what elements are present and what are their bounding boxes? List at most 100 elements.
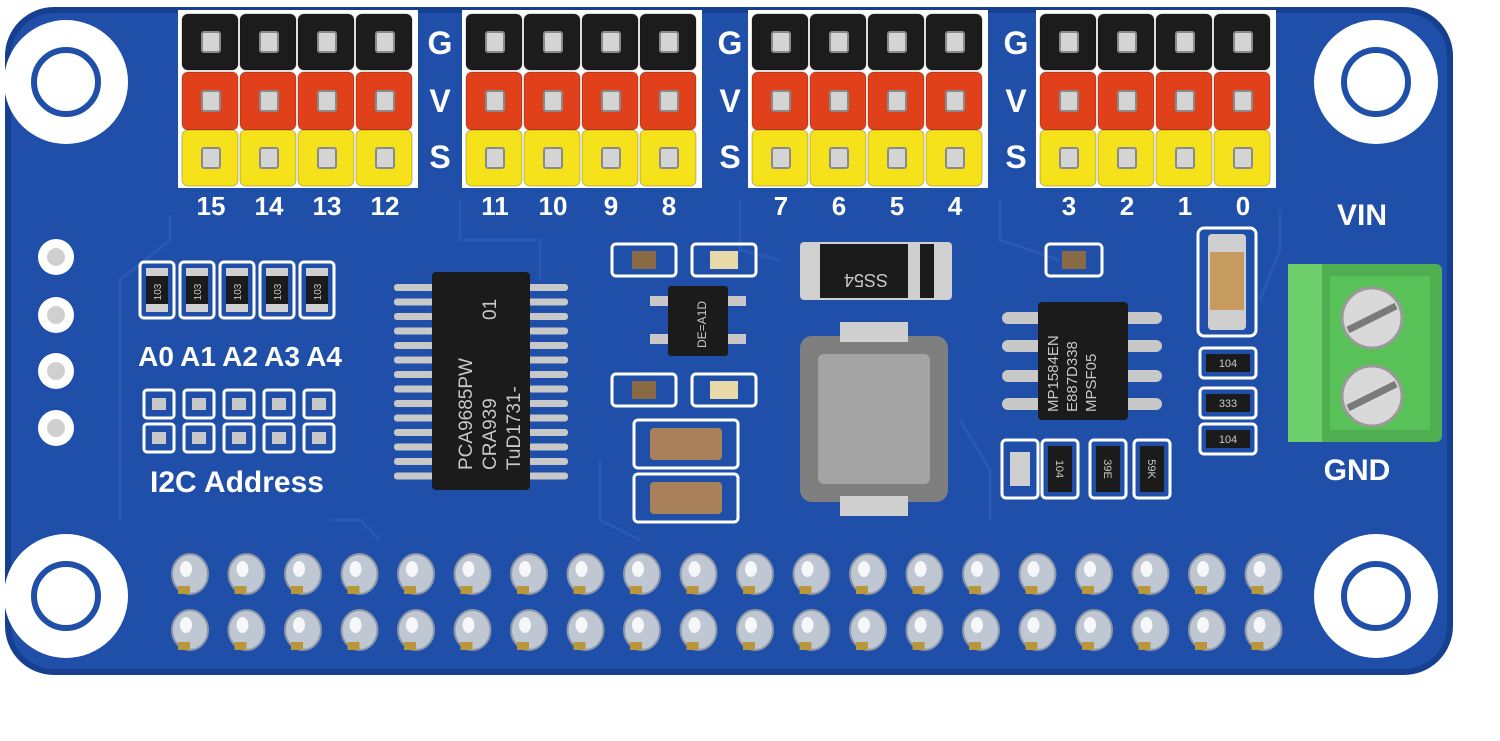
address-label-a0: A0 — [138, 341, 174, 372]
row-label-g: G — [718, 25, 743, 61]
channel-label-13: 13 — [313, 191, 342, 221]
address-pad — [262, 388, 296, 420]
small-part-code: 333 — [1219, 398, 1237, 410]
servo-pin — [829, 90, 849, 112]
servo-pin — [375, 90, 395, 112]
address-pad — [142, 388, 176, 420]
servo-pin — [1175, 90, 1195, 112]
channel-label-0: 0 — [1236, 191, 1250, 221]
servo-pin — [1117, 147, 1137, 169]
servo-pin — [659, 90, 679, 112]
servo-pin — [543, 147, 563, 169]
gnd-label: GND — [1324, 454, 1391, 487]
address-label-a3: A3 — [264, 341, 300, 372]
servo-pin — [1175, 31, 1195, 53]
row-label-s: S — [719, 139, 740, 175]
row-label-v: V — [719, 83, 741, 119]
servo-pin — [317, 31, 337, 53]
channel-label-11: 11 — [481, 191, 509, 221]
servo-pin — [375, 31, 395, 53]
servo-pin — [1233, 147, 1253, 169]
channel-label-3: 3 — [1062, 191, 1076, 221]
address-pad — [182, 422, 216, 454]
address-pad — [262, 422, 296, 454]
channel-label-2: 2 — [1120, 191, 1134, 221]
servo-pin — [771, 90, 791, 112]
servo-pin — [317, 90, 337, 112]
servo-pin — [601, 31, 621, 53]
screw-terminal — [1288, 264, 1442, 442]
channel-label-6: 6 — [832, 191, 846, 221]
address-pad — [182, 388, 216, 420]
address-label-a1: A1 — [180, 341, 216, 372]
servo-pin — [887, 147, 907, 169]
address-resistor-code: 103 — [233, 283, 244, 300]
servo-pin — [771, 31, 791, 53]
pca-chip-mark: 01 — [480, 299, 501, 320]
row-label-s: S — [1005, 139, 1026, 175]
small-part-code: 39E — [1101, 459, 1113, 479]
row-label-s: S — [429, 139, 450, 175]
row-label-g: G — [1004, 25, 1029, 61]
vin-label: VIN — [1337, 199, 1387, 232]
row-label-v: V — [429, 83, 451, 119]
servo-pin — [1233, 31, 1253, 53]
servo-pin-headers — [178, 10, 1276, 188]
mounting-hole-bottom-left — [4, 534, 128, 658]
servo-pin — [659, 147, 679, 169]
servo-pin — [1059, 31, 1079, 53]
row-label-v: V — [1005, 83, 1027, 119]
channel-label-10: 10 — [539, 191, 568, 221]
mounting-hole-top-left — [4, 20, 128, 144]
servo-pin — [259, 147, 279, 169]
small-part-code: 59K — [1145, 459, 1157, 479]
address-label-a2: A2 — [222, 341, 258, 372]
address-pad — [222, 422, 256, 454]
servo-pin — [601, 147, 621, 169]
servo-pin — [259, 90, 279, 112]
channel-label-1: 1 — [1178, 191, 1192, 221]
servo-pin — [1233, 90, 1253, 112]
electrolytic-capacitor — [1196, 226, 1258, 338]
channel-label-4: 4 — [948, 191, 963, 221]
servo-pin — [201, 90, 221, 112]
i2c-address-label: I2C Address — [150, 466, 324, 499]
servo-pin — [1059, 147, 1079, 169]
power-inductor — [800, 322, 948, 516]
channel-label-15: 15 — [197, 191, 226, 221]
servo-pin — [259, 31, 279, 53]
address-pad — [222, 388, 256, 420]
servo-pin — [1175, 147, 1195, 169]
servo-pin — [1117, 90, 1137, 112]
servo-pin — [485, 90, 505, 112]
servo-pin — [887, 31, 907, 53]
address-resistor-code: 103 — [153, 283, 164, 300]
pca-chip-text-2: CRA939 — [480, 398, 501, 470]
channel-label-14: 14 — [255, 191, 284, 221]
address-pad — [302, 388, 336, 420]
servo-pin — [543, 31, 563, 53]
small-part-code: 104 — [1219, 434, 1237, 446]
pca9685-chip: PCA9685PW CRA939 TuD1731- 01 — [394, 272, 568, 490]
servo-pin — [1117, 31, 1137, 53]
regulator-text-3: MPSF05 — [1083, 354, 1100, 412]
servo-pin — [829, 147, 849, 169]
servo-pin — [201, 31, 221, 53]
small-part-code: 104 — [1053, 460, 1065, 478]
servo-pin — [1059, 90, 1079, 112]
address-pad — [142, 422, 176, 454]
regulator-text-1: MP1584EN — [1045, 335, 1062, 412]
diode-text: SS54 — [844, 270, 888, 290]
channel-label-5: 5 — [890, 191, 904, 221]
pca-chip-text-3: TuD1731- — [504, 386, 525, 470]
mp1584-regulator: MP1584EN E887D338 MPSF05 — [1002, 242, 1162, 420]
servo-pin — [887, 90, 907, 112]
address-solder-pads — [142, 388, 336, 454]
sot-chip: DE=A1D — [650, 286, 746, 356]
servo-pin — [485, 31, 505, 53]
i2c-breakout-holes — [38, 239, 74, 446]
servo-pin — [771, 147, 791, 169]
